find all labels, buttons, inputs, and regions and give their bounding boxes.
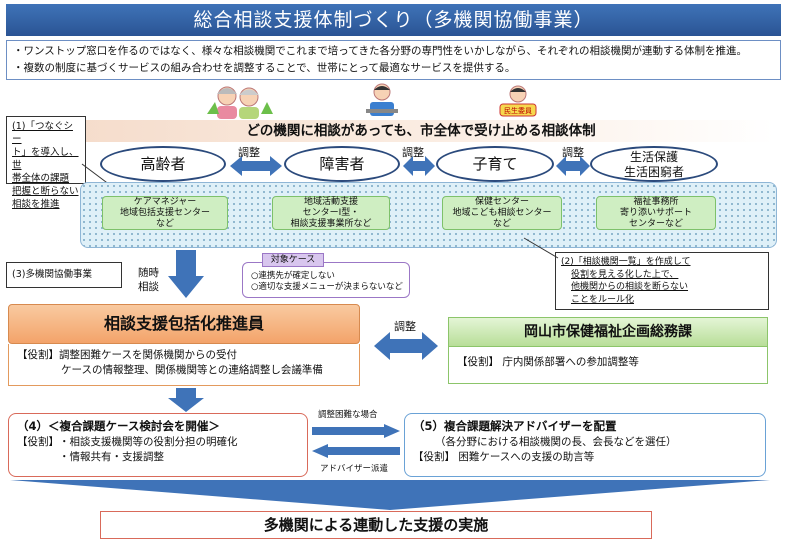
category-elderly: 高齢者 xyxy=(100,146,226,182)
agency-childcare: 保健センター地域こども相談センターなど xyxy=(442,196,562,230)
agency-line: 福祉事務所 xyxy=(633,196,679,207)
zuiji-line: 随時 xyxy=(138,267,159,279)
page-title: 総合相談支援体制づくり（多機関協働事業） xyxy=(6,4,781,36)
advisor-box: （5）複合課題解決アドバイザーを配置 （各分野における相談機関の長、会長などを選… xyxy=(404,413,766,477)
note-3: (3)多機関協働事業 xyxy=(6,262,122,288)
adjust-label: 調整 xyxy=(394,320,416,333)
category-childcare: 子育て xyxy=(436,146,554,182)
agency-line: など xyxy=(155,218,174,229)
promoter-role-line: 【役割】調整困難ケースを関係機関からの受付 xyxy=(17,349,237,361)
target-item: ○連携先が確定しない xyxy=(251,271,335,281)
note-1-line: ト」を導入し、世 xyxy=(12,147,79,171)
agency-line: 保健センター xyxy=(474,196,529,207)
adjust-label: 調整 xyxy=(238,146,260,159)
note-2-line: (2)「相談機関一覧」を作成して xyxy=(561,257,691,267)
agency-line: 寄り添いサポート xyxy=(619,207,692,218)
promoter-title: 相談支援包括化推進員 xyxy=(8,304,360,344)
agency-line: センターⅠ型・ xyxy=(302,207,360,218)
right-arrow-icon xyxy=(312,424,400,438)
note-1: (1)「つなぐシー ト」を導入し、世 帯全体の課題 把握と断らない 相談を推進 xyxy=(6,116,86,210)
category-disability: 障害者 xyxy=(284,146,400,182)
zuiji-label: 随時 相談 xyxy=(138,266,159,294)
promoter-role: 【役割】調整困難ケースを関係機関からの受付 ケースの情報整理、関係機関等との連絡… xyxy=(8,344,360,386)
intro-line-1: ・ワンストップ窓口を作るのではなく、様々な相談機関でこれまで培ってきた各分野の専… xyxy=(13,45,747,57)
double-arrow-icon xyxy=(556,156,590,176)
adjust-label: 調整 xyxy=(402,146,424,159)
arrow-label-bottom: アドバイザー派遣 xyxy=(320,464,389,474)
zuiji-line: 相談 xyxy=(138,281,159,293)
final-box: 多機関による連動した支援の実施 xyxy=(100,511,652,539)
minsei-iin-icon xyxy=(499,85,537,117)
target-item: ○適切な支援メニューが決まらないなど xyxy=(251,282,403,292)
case-meeting-role-label: 【役割】 xyxy=(17,436,59,448)
note-2-pointer xyxy=(523,237,559,259)
advisor-role: 【役割】 困難ケースへの支援の助言等 xyxy=(413,451,595,463)
agency-line: 地域活動支援 xyxy=(303,196,358,207)
category-welfare-line: 生活困窮者 xyxy=(623,165,684,179)
double-arrow-icon xyxy=(230,156,282,176)
note-2-line: 他機関からの相談を断らない xyxy=(571,282,689,292)
agency-line: 地域こども相談センター xyxy=(452,207,552,218)
double-arrow-icon xyxy=(403,156,435,176)
adjust-label: 調整 xyxy=(562,146,584,159)
note-2-line: 役割を見える化した上で、 xyxy=(571,269,679,280)
okayama-role: 【役割】 庁内関係部署への参加調整等 xyxy=(448,347,768,384)
bottom-arrow-icon xyxy=(10,480,770,510)
left-arrow-icon xyxy=(312,444,400,458)
category-welfare-line: 生活保護 xyxy=(629,150,678,164)
banner: どの機関に相談があっても、市全体で受け止める相談体制 xyxy=(68,120,774,142)
agency-line: など xyxy=(492,218,511,229)
note-2-line: ことをルール化 xyxy=(571,294,635,305)
counselor-icon xyxy=(366,83,398,116)
agency-line: センターなど xyxy=(628,218,683,229)
target-case-box: ○連携先が確定しない ○適切な支援メニューが決まらないなど xyxy=(242,262,410,298)
arrow-label-top: 調整困難な場合 xyxy=(318,410,378,420)
intro-box: ・ワンストップ窓口を作るのではなく、様々な相談機関でこれまで培ってきた各分野の専… xyxy=(6,40,781,80)
target-case-title: 対象ケース xyxy=(262,253,324,267)
minsei-iin-label: 民生委員 xyxy=(504,107,532,115)
note-1-line: 帯全体の課題 xyxy=(12,173,70,184)
advisor-sub: （各分野における相談機関の長、会長などを選任） xyxy=(435,436,677,448)
agency-elderly: ケアマネジャー地域包括支援センターなど xyxy=(102,196,228,230)
down-arrow-icon xyxy=(168,250,204,298)
intro-line-2: ・複数の制度に基づくサービスの組み合わせを調整することで、世帯にとって最適なサー… xyxy=(13,62,516,74)
note-1-line: (1)「つなぐシー xyxy=(12,121,73,145)
agency-disability: 地域活動支援センターⅠ型・相談支援事業所など xyxy=(272,196,390,230)
category-welfare: 生活保護 生活困窮者 xyxy=(590,146,718,182)
down-arrow-icon xyxy=(168,388,204,412)
agency-welfare: 福祉事務所寄り添いサポートセンターなど xyxy=(596,196,716,230)
promoter-role-line: ケースの情報整理、関係機関等との連絡調整し会議準備 xyxy=(61,364,323,376)
elderly-people-icon xyxy=(207,86,273,119)
note-1-line: 相談を推進 xyxy=(12,199,60,210)
double-arrow-icon xyxy=(374,332,438,360)
note-1-line: 把握と断らない xyxy=(12,186,79,197)
case-meeting-title: （4）＜複合課題ケース検討会を開催＞ xyxy=(17,419,220,433)
agency-line: ケアマネジャー xyxy=(133,196,197,207)
case-meeting-role: ・相談支援機関等の役割分担の明確化 xyxy=(59,436,238,448)
case-meeting-box: （4）＜複合課題ケース検討会を開催＞ 【役割】 ・相談支援機関等の役割分担の明確… xyxy=(8,413,308,477)
note-2: (2)「相談機関一覧」を作成して 役割を見える化した上で、 他機関からの相談を断… xyxy=(555,252,769,310)
case-meeting-role: ・情報共有・支援調整 xyxy=(59,451,164,463)
advisor-title: （5）複合課題解決アドバイザーを配置 xyxy=(413,419,617,433)
agency-line: 地域包括支援センター xyxy=(119,207,210,218)
okayama-title: 岡山市保健福祉企画総務課 xyxy=(448,317,768,347)
agency-line: 相談支援事業所など xyxy=(290,218,372,229)
